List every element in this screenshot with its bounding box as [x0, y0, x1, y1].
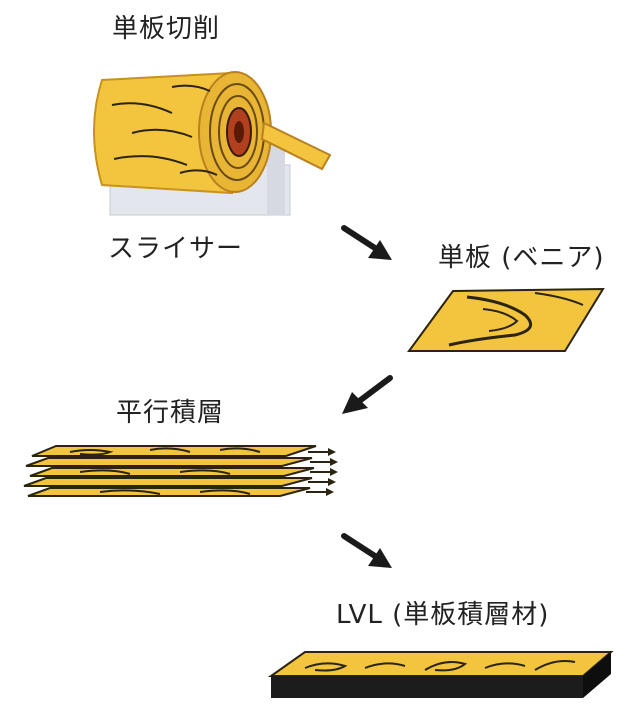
- cutting-title: 単板切削: [112, 14, 221, 44]
- lvl-board-side: [583, 652, 611, 698]
- veneer-layer: [29, 467, 315, 477]
- log-slicer-illustration: [72, 55, 342, 225]
- arrow-stacking-to-lvl: [340, 530, 400, 580]
- veneer-label: 単板 (ベニア): [438, 243, 605, 273]
- arrow-cutting-to-veneer: [340, 222, 400, 272]
- lvl-board-front: [271, 676, 583, 698]
- veneer-layer: [25, 457, 313, 467]
- veneer-layer: [23, 477, 313, 487]
- slicer-label: スライサー: [108, 234, 244, 264]
- stacked-veneers-illustration: [20, 438, 340, 508]
- arrow-veneer-to-stacking: [336, 372, 396, 422]
- stacking-label: 平行積層: [116, 398, 225, 428]
- veneer-sheet: [407, 287, 605, 352]
- veneer-layer: [27, 487, 311, 497]
- lvl-label: LVL (単板積層材): [336, 600, 550, 630]
- lvl-board-illustration: [265, 648, 615, 703]
- veneer-strip: [260, 121, 332, 171]
- veneer-sheet-illustration: [405, 285, 610, 357]
